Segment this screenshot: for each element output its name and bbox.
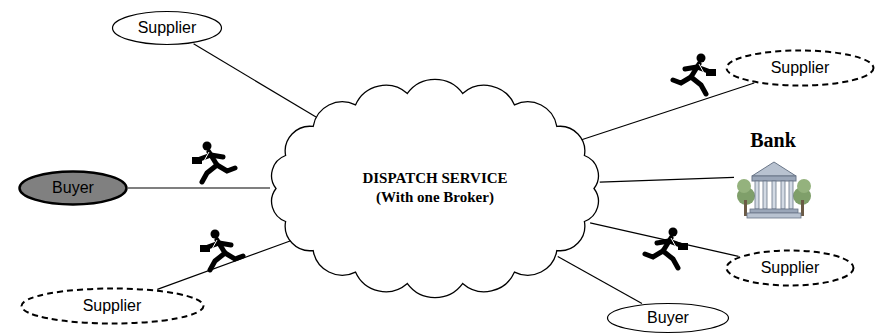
cloud-shape	[272, 79, 599, 297]
connector-line	[600, 177, 734, 182]
connector-line	[558, 256, 642, 303]
node-label: Buyer	[52, 179, 94, 197]
cloud-outline	[270, 86, 600, 291]
buyer-ellipse: Buyer	[18, 170, 128, 206]
supplier-ellipse: Supplier	[725, 249, 855, 287]
buyer-ellipse: Buyer	[606, 302, 730, 334]
bank-node: Bank	[734, 129, 812, 223]
ellipse-shape	[20, 172, 127, 205]
node-label: Supplier	[761, 259, 820, 277]
running-man	[673, 54, 716, 95]
bank-building	[737, 162, 811, 218]
connector-line	[128, 187, 270, 188]
running-man	[192, 142, 235, 183]
node-label: Buyer	[647, 309, 689, 327]
node-label: Bank	[750, 129, 796, 152]
ellipse-shape	[608, 304, 729, 333]
running-man	[200, 230, 243, 271]
ellipse-shape	[113, 12, 222, 45]
connector-line	[157, 240, 292, 289]
ellipse-shape	[21, 289, 203, 324]
node-label: Supplier	[138, 19, 197, 37]
running-man	[645, 228, 688, 269]
connector-line	[194, 44, 316, 117]
supplier-ellipse: Supplier	[111, 10, 223, 46]
connector-line	[581, 83, 754, 140]
node-label: Supplier	[771, 59, 830, 77]
ellipse-shape	[727, 251, 854, 286]
supplier-ellipse: Supplier	[725, 49, 875, 87]
service-label: DISPATCH SERVICE	[362, 169, 507, 189]
supplier-ellipse: Supplier	[20, 287, 205, 325]
service-label: (With one Broker)	[376, 188, 494, 208]
node-label: Supplier	[83, 297, 142, 315]
dispatch-cloud: DISPATCH SERVICE(With one Broker)	[270, 86, 600, 291]
ellipse-shape	[727, 51, 874, 86]
